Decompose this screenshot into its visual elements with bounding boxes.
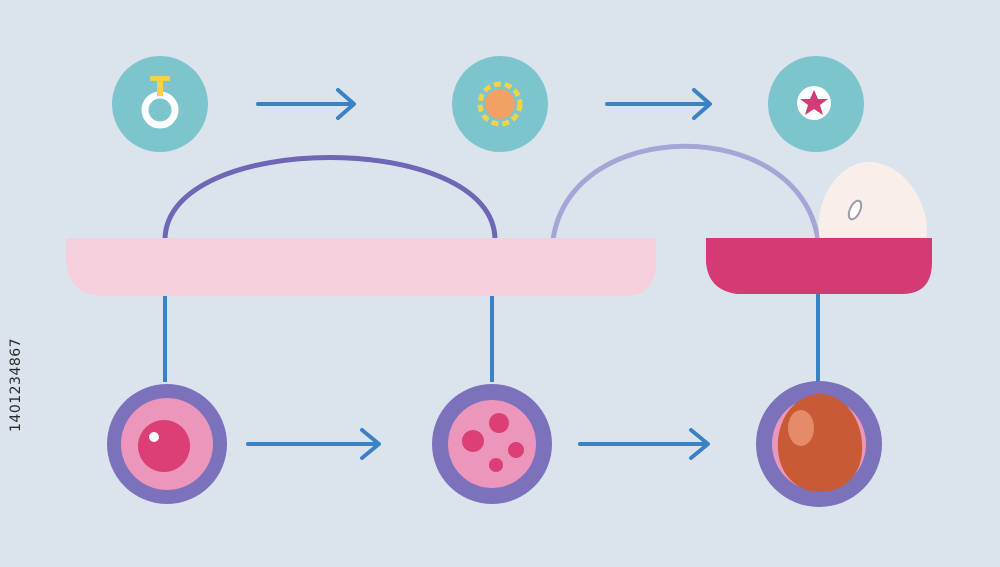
top-circle-sun [452,56,548,152]
sun-icon [477,81,523,127]
arrow-right-icon [578,428,710,460]
ring-icon [141,76,179,129]
star-flower-icon [797,86,831,120]
top-circle-ring [112,56,208,152]
arrow-right-icon [605,88,712,120]
pink-bar [66,238,656,296]
top-circle-star [768,56,864,152]
arrow-right-icon [246,428,381,460]
magenta-bowl [706,238,932,294]
arc-connector-right [550,143,821,241]
arc-connector-left [162,155,498,241]
bottom-cell-multi [432,384,552,504]
arrow-right-icon [256,88,356,120]
egg-icon [818,161,927,240]
stock-id-label: 1401234867 [8,337,24,433]
bottom-cell-mature [756,381,882,507]
bottom-cell-single [107,384,227,504]
